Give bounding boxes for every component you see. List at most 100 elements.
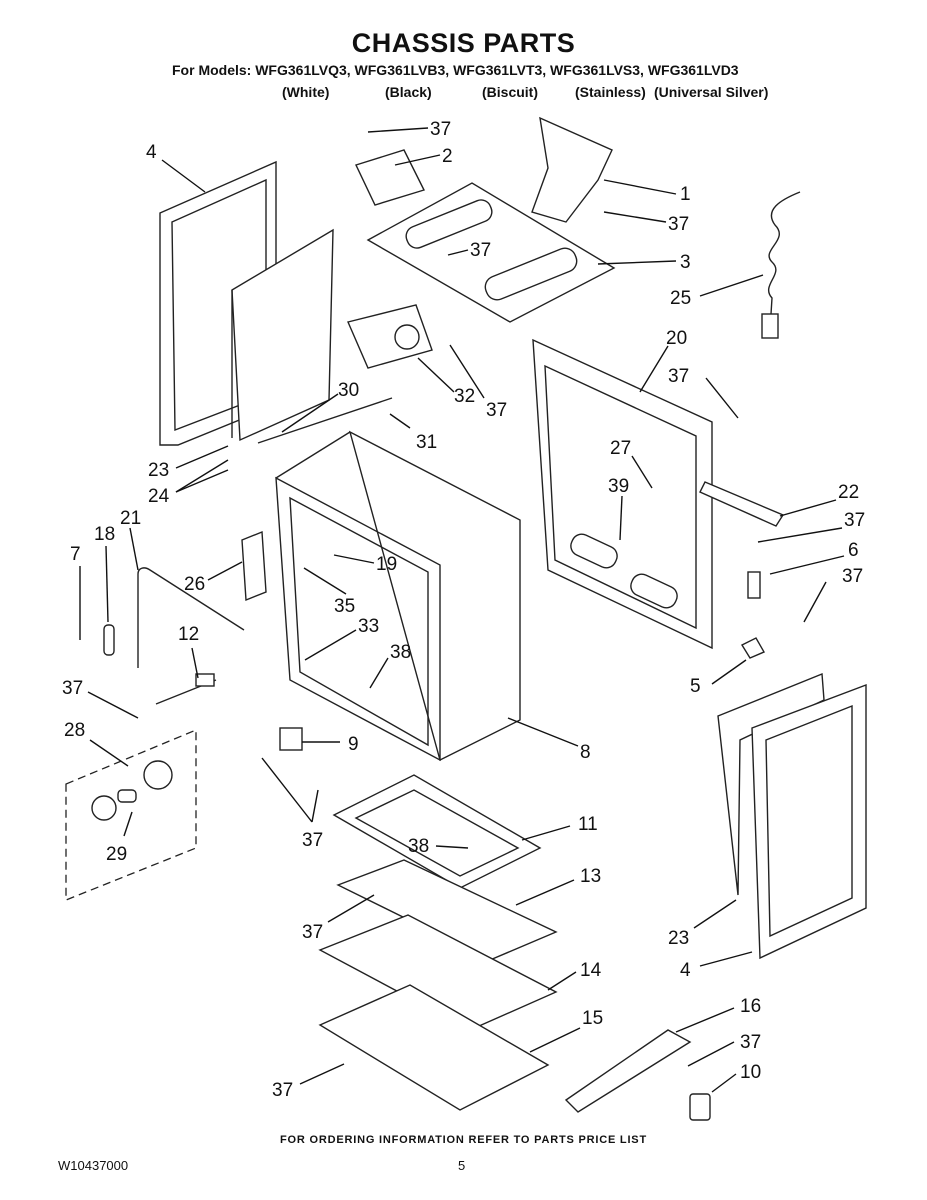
callout: 33: [358, 616, 379, 637]
callout: 24: [148, 486, 170, 507]
callout: 29: [106, 844, 127, 865]
callout: 10: [740, 1062, 761, 1083]
manifold-port: [394, 324, 420, 350]
callout: 13: [580, 866, 601, 887]
callout: 37: [668, 214, 689, 235]
callout: 37: [302, 830, 323, 851]
right-side-panel: [751, 683, 867, 960]
bracket-2: [355, 149, 425, 206]
oven-cavity-opening: [289, 496, 429, 747]
left-side-panel: [159, 160, 277, 446]
back-vent-1: [570, 533, 618, 569]
callout: 37: [842, 566, 863, 587]
burner-opening-1: [405, 199, 493, 249]
callout: 23: [668, 928, 689, 949]
rail-22: [699, 481, 785, 527]
callout: 4: [680, 960, 691, 981]
power-plug: [761, 313, 779, 339]
callout: 37: [844, 510, 865, 531]
callout: 38: [390, 642, 411, 663]
callout: 11: [578, 814, 598, 835]
callout: 3: [680, 252, 691, 273]
burner-opening-2: [484, 247, 578, 301]
callout: 8: [580, 742, 591, 763]
leader-lines: [79, 127, 845, 1093]
callout: 30: [338, 380, 359, 401]
oven-bottom-11: [332, 774, 542, 889]
callout: 20: [666, 328, 687, 349]
oven-cavity-top: [275, 431, 351, 479]
callout: 5: [690, 676, 701, 697]
callout: 15: [582, 1008, 603, 1029]
callout: 1: [680, 184, 691, 205]
knob-28: [143, 760, 173, 790]
callout: 4: [146, 142, 157, 163]
callout: 37: [272, 1080, 293, 1101]
igniter-body: [195, 673, 215, 687]
callout: 18: [94, 524, 115, 545]
valve-9: [279, 727, 303, 751]
trim-16: [564, 1029, 692, 1113]
knob-stem: [117, 789, 137, 803]
right-side-panel-inner: [765, 704, 853, 938]
clip-5: [741, 637, 765, 659]
callout: 28: [64, 720, 85, 741]
callout: 37: [740, 1032, 761, 1053]
color-biscuit: (Biscuit): [482, 84, 538, 100]
page-title: CHASSIS PARTS: [351, 28, 576, 58]
color-white: (White): [282, 84, 330, 100]
back-vent-2: [630, 573, 678, 609]
callout: 7: [70, 544, 81, 565]
callout: 39: [608, 476, 629, 497]
page-number: 5: [458, 1158, 466, 1173]
callout-labels: 37 2 4 1 37 37 3 25 20 30 37 32 31 37 27…: [62, 119, 865, 1101]
knob-29: [91, 795, 117, 821]
back-panel-inner: [544, 364, 697, 630]
callout: 27: [610, 438, 631, 459]
callout: 35: [334, 596, 355, 617]
callout: 37: [470, 240, 491, 261]
callout: 37: [430, 119, 451, 140]
part-drawings: [65, 116, 867, 1121]
callout: 37: [302, 922, 323, 943]
color-universal-silver: (Universal Silver): [654, 84, 769, 100]
heat-shield: [531, 116, 613, 223]
callout: 14: [580, 960, 602, 981]
callout: 21: [120, 508, 141, 529]
leveler-10: [689, 1093, 711, 1121]
callout: 25: [670, 288, 691, 309]
manifold: [347, 304, 433, 369]
gasket-21: [137, 567, 245, 668]
callout: 22: [838, 482, 859, 503]
ordering-note: FOR ORDERING INFORMATION REFER TO PARTS …: [280, 1134, 647, 1146]
callout: 19: [376, 554, 397, 575]
hinge-6: [747, 571, 761, 599]
rod-31: [257, 397, 393, 444]
callout: 37: [62, 678, 83, 699]
callout: 23: [148, 460, 169, 481]
oven-cavity-back: [348, 430, 521, 762]
oven-bottom-11-inner: [354, 789, 520, 877]
callout: 37: [486, 400, 507, 421]
callout: 16: [740, 996, 761, 1017]
callout: 9: [348, 734, 359, 755]
models-line: For Models: WFG361LVQ3, WFG361LVB3, WFG3…: [172, 62, 739, 78]
color-black: (Black): [385, 84, 432, 100]
power-cord: [768, 191, 801, 331]
knob-group-box: [65, 729, 197, 901]
burner-box-plate: [366, 182, 616, 323]
callout: 6: [848, 540, 859, 561]
callout: 12: [178, 624, 199, 645]
callout: 37: [668, 366, 689, 387]
drawer-liner-15: [318, 984, 550, 1111]
callout: 31: [416, 432, 437, 453]
bracket-26: [241, 530, 267, 602]
callout: 2: [442, 146, 453, 167]
callout: 32: [454, 386, 475, 407]
color-stainless: (Stainless): [575, 84, 646, 100]
callout: 38: [408, 836, 429, 857]
pin-18: [103, 624, 115, 656]
callout: 26: [184, 574, 205, 595]
document-number: W10437000: [58, 1158, 129, 1173]
